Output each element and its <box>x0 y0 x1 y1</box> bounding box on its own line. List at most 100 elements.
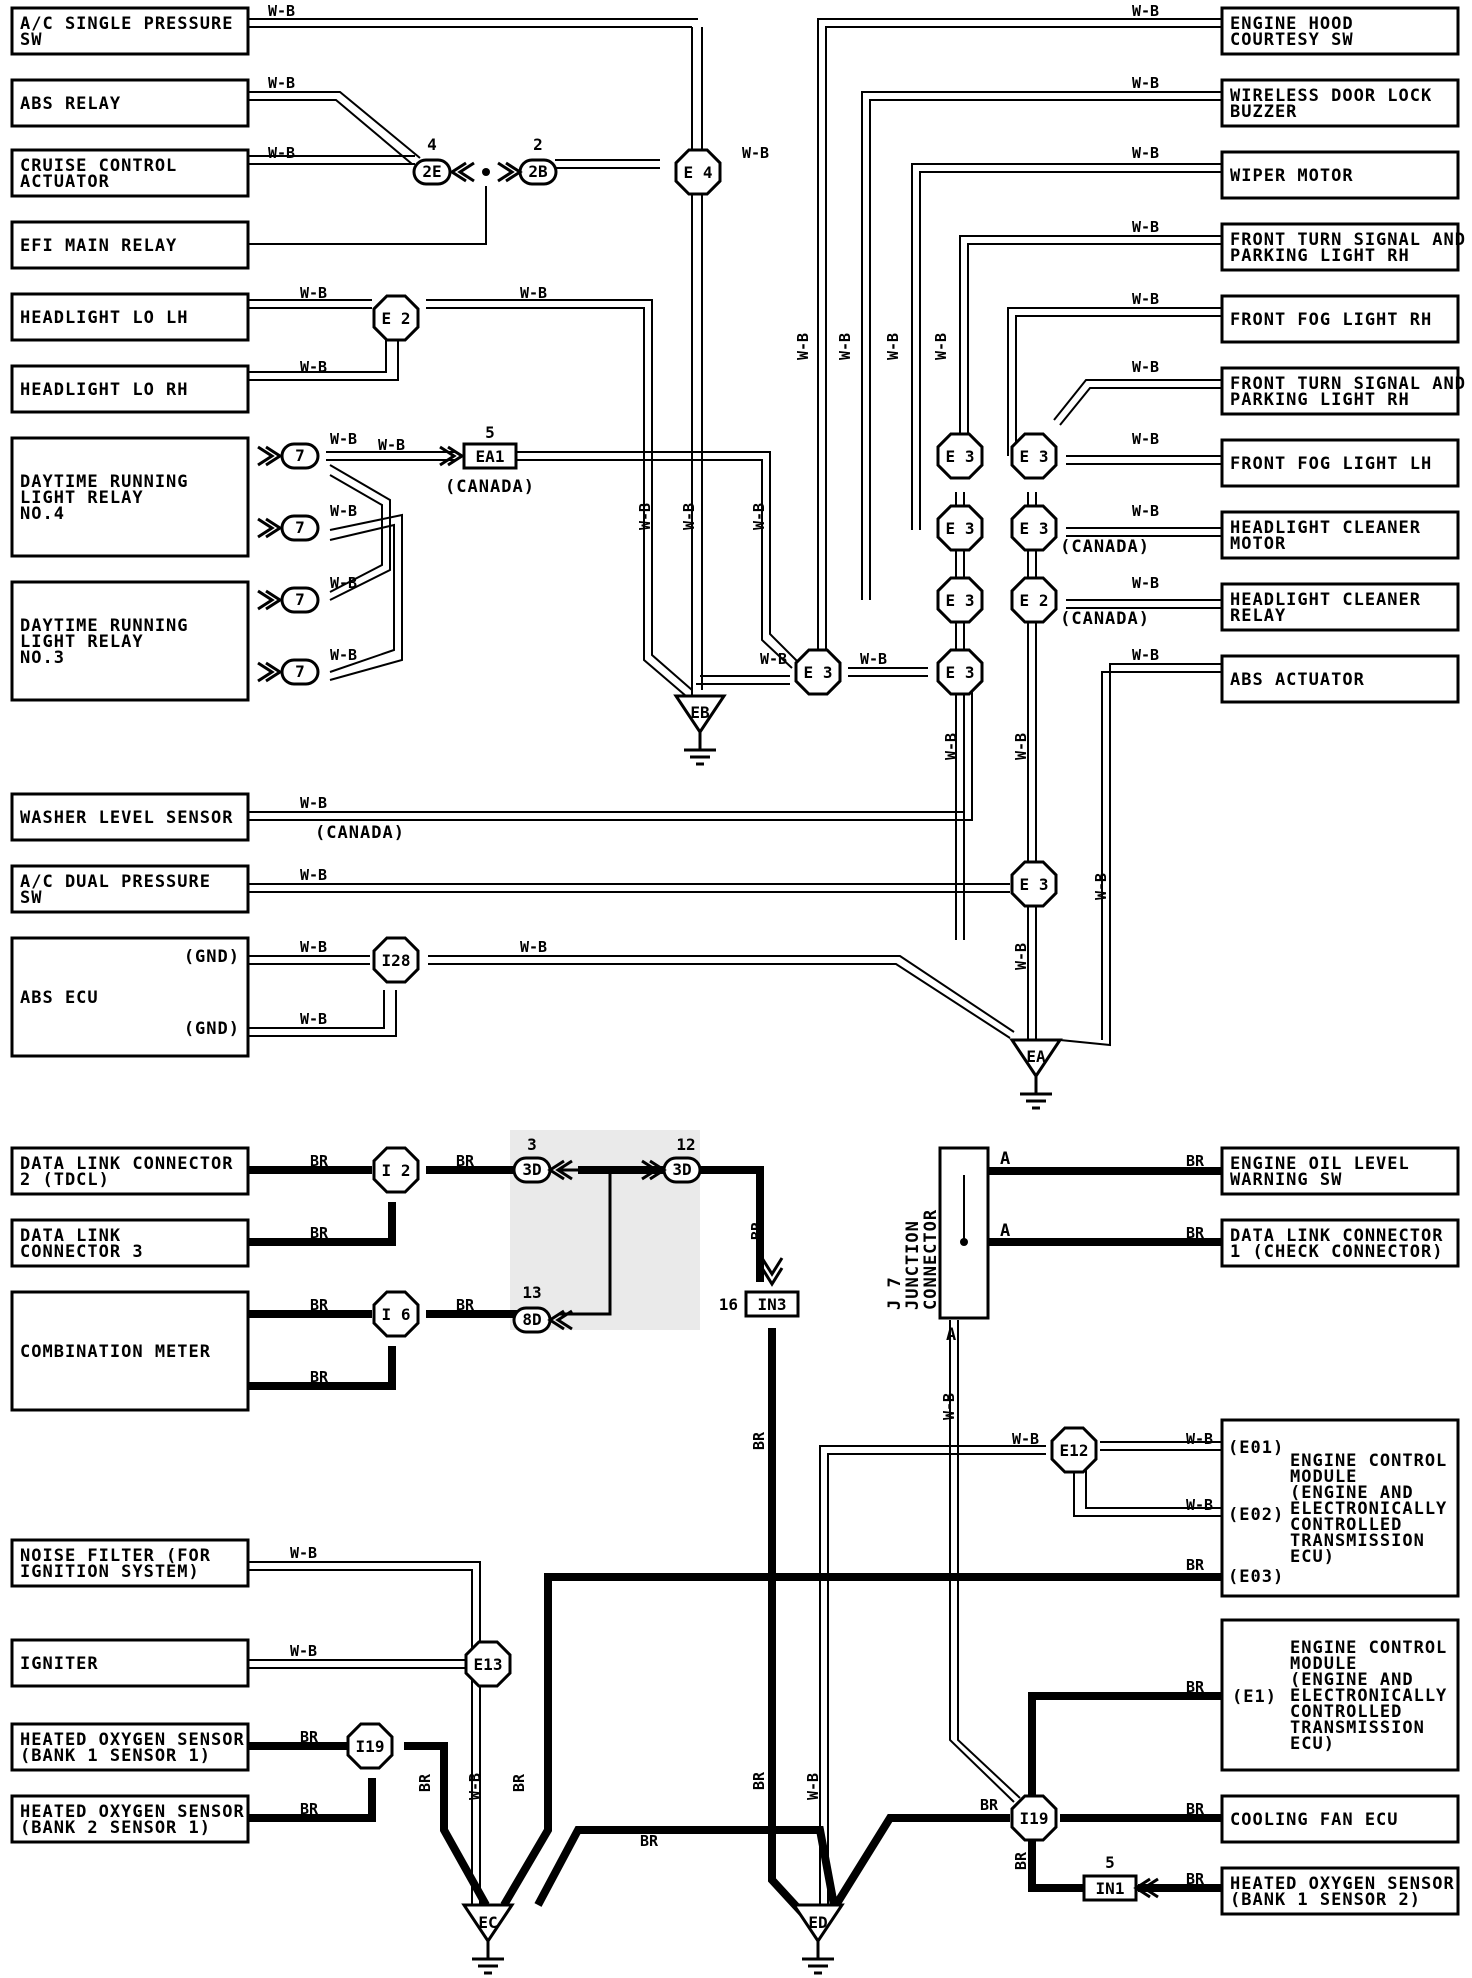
comp-abs_act-text: ABS ACTUATOR <box>1230 670 1365 690</box>
comp-igniter-text: IGNITER <box>20 1654 99 1674</box>
connector-drl-3: 7 <box>280 658 320 686</box>
ground-ed-label: ED <box>808 1913 827 1932</box>
splice-e-col2-1: E 3 <box>1010 504 1058 552</box>
wire-label-br-8: BR <box>1186 1556 1205 1574</box>
wire-label-br-9: BR <box>1186 1678 1205 1696</box>
comp-cruise-box <box>10 148 250 198</box>
wire-label-br-12: BR <box>300 1728 319 1746</box>
wire-label-wb-v-0: W-B <box>794 333 812 360</box>
wire-label-br-3: BR <box>310 1296 329 1314</box>
splice-i28: I28 <box>372 936 420 984</box>
wire-label-br-1: BR <box>456 1152 475 1170</box>
comp-oil-text: ENGINE OIL LEVEL <box>1230 1154 1410 1174</box>
comp-wiper: WIPER MOTOR <box>1220 150 1460 200</box>
comp-dlc3-box <box>10 1218 250 1268</box>
wire-label-br-v-5: BR <box>1012 1851 1030 1870</box>
comp-buzzer-text: WIRELESS DOOR LOCK <box>1230 86 1432 106</box>
comp-abs_ecu-text: ABS ECU <box>20 988 99 1008</box>
comp-hood-box <box>1220 6 1460 56</box>
comp-ecm2-text: ECU) <box>1290 1734 1335 1754</box>
splice-i6: I 6 <box>372 1290 420 1338</box>
splice-e3-col1-1-label: E 3 <box>946 519 975 538</box>
comp-dlc2-text: DATA LINK CONNECTOR <box>20 1154 233 1174</box>
comp-ac_dual-text: A/C DUAL PRESSURE <box>20 872 211 892</box>
connector-in1-num: 5 <box>1105 1853 1115 1872</box>
comp-ecm2-text: MODULE <box>1290 1654 1357 1674</box>
comp-fan-text: COOLING FAN ECU <box>1230 1810 1399 1830</box>
comp-fan-box <box>1220 1794 1460 1844</box>
splice-e3-center-label: E 3 <box>804 663 833 682</box>
comp-dlc3-text: CONNECTOR 3 <box>20 1242 144 1262</box>
wire-label-wb-v-3: W-B <box>932 333 950 360</box>
comp-abs_relay-text: ABS RELAY <box>20 94 121 114</box>
abs-ecu-pin-1: (GND) <box>184 947 240 967</box>
comp-ecm1-text: ECU) <box>1290 1547 1335 1567</box>
wire-label-br-5: BR <box>310 1368 329 1386</box>
comp-ecm1-text: ELECTRONICALLY <box>1290 1499 1447 1519</box>
splice-i2-label: I 2 <box>382 1161 411 1180</box>
wire-label-br-6: BR <box>1186 1152 1205 1170</box>
note-canada-hc-motor: (CANADA) <box>1060 537 1150 557</box>
comp-ecm2-text: ENGINE CONTROL <box>1290 1638 1447 1658</box>
note-canada-ea1: (CANADA) <box>445 477 535 497</box>
comp-drl3-box <box>10 580 250 702</box>
splice-e-col2-0: E 3 <box>1010 432 1058 480</box>
connector-ea1: EA1 <box>462 442 518 470</box>
wire-label-wb-25: W-B <box>300 866 327 884</box>
comp-hl_lo_lh-text: HEADLIGHT LO LH <box>20 308 189 328</box>
comp-ecm1-text: ENGINE CONTROL <box>1290 1451 1447 1471</box>
connector-2e-label: 2E <box>422 162 441 181</box>
wire-label-br-v-3: BR <box>416 1773 434 1792</box>
junction-dot-3d <box>606 1166 614 1174</box>
junction-dot <box>482 168 490 176</box>
comp-drl4-box <box>10 436 250 558</box>
comp-ho2s2-text: HEATED OXYGEN SENSOR <box>20 1802 245 1822</box>
comp-hl_lo_rh-box <box>10 364 250 414</box>
comp-dlc3-text: DATA LINK <box>20 1226 121 1246</box>
wire-label-br-7: BR <box>1186 1224 1205 1242</box>
comp-hc_motor-text: MOTOR <box>1230 534 1286 554</box>
comp-fts2-box <box>1220 366 1460 416</box>
arrow-2e <box>449 161 475 183</box>
comp-combo-box <box>10 1290 250 1412</box>
connector-in3-label: IN3 <box>758 1295 787 1314</box>
comp-ecm2-text: ELECTRONICALLY <box>1290 1686 1447 1706</box>
splice-i6-label: I 6 <box>382 1305 411 1324</box>
wire-label-wb-v-4: W-B <box>636 503 654 530</box>
splice-e3-center: E 3 <box>794 648 842 696</box>
splice-i28-label: I28 <box>382 951 411 970</box>
wire-label-wb-v-5: W-B <box>680 503 698 530</box>
comp-hood-text: ENGINE HOOD <box>1230 14 1354 34</box>
wire-label-wb-6: W-B <box>330 430 357 448</box>
comp-hc_motor-box <box>1220 510 1460 560</box>
comp-fog_rh: FRONT FOG LIGHT RH <box>1220 294 1460 344</box>
wire-label-br-0: BR <box>310 1152 329 1170</box>
wire-label-br-15: BR <box>640 1832 659 1850</box>
wire-label-wb-b-2: W-B <box>1012 1430 1039 1448</box>
comp-combo: COMBINATION METER <box>10 1290 250 1412</box>
comp-abs_ecu-box <box>10 936 250 1058</box>
comp-dlc2-text: 2 (TDCL) <box>20 1170 110 1190</box>
comp-wiper-text: WIPER MOTOR <box>1230 166 1354 186</box>
wire-label-wb-14: W-B <box>1132 144 1159 162</box>
connector-8d: 8D <box>512 1306 552 1334</box>
comp-fts2-text: PARKING LIGHT RH <box>1230 390 1410 410</box>
connector-8d-num: 13 <box>522 1283 541 1302</box>
connector-drl-1: 7 <box>280 514 320 542</box>
comp-oil-box <box>1220 1146 1460 1196</box>
note-canada-washer: (CANADA) <box>315 823 405 843</box>
splice-e3-acdual: E 3 <box>1010 860 1058 908</box>
j7-line2: CONNECTOR <box>921 1209 941 1310</box>
comp-fog_rh-text: FRONT FOG LIGHT RH <box>1230 310 1432 330</box>
comp-drl4-text: NO.4 <box>20 504 65 524</box>
comp-ac_dual-box <box>10 864 250 914</box>
connector-drl-2-label: 7 <box>295 590 305 609</box>
wire-label-wb-3: W-B <box>300 284 327 302</box>
wire-label-wb-v-8: W-B <box>1012 733 1030 760</box>
wire-label-wb-17: W-B <box>1132 358 1159 376</box>
